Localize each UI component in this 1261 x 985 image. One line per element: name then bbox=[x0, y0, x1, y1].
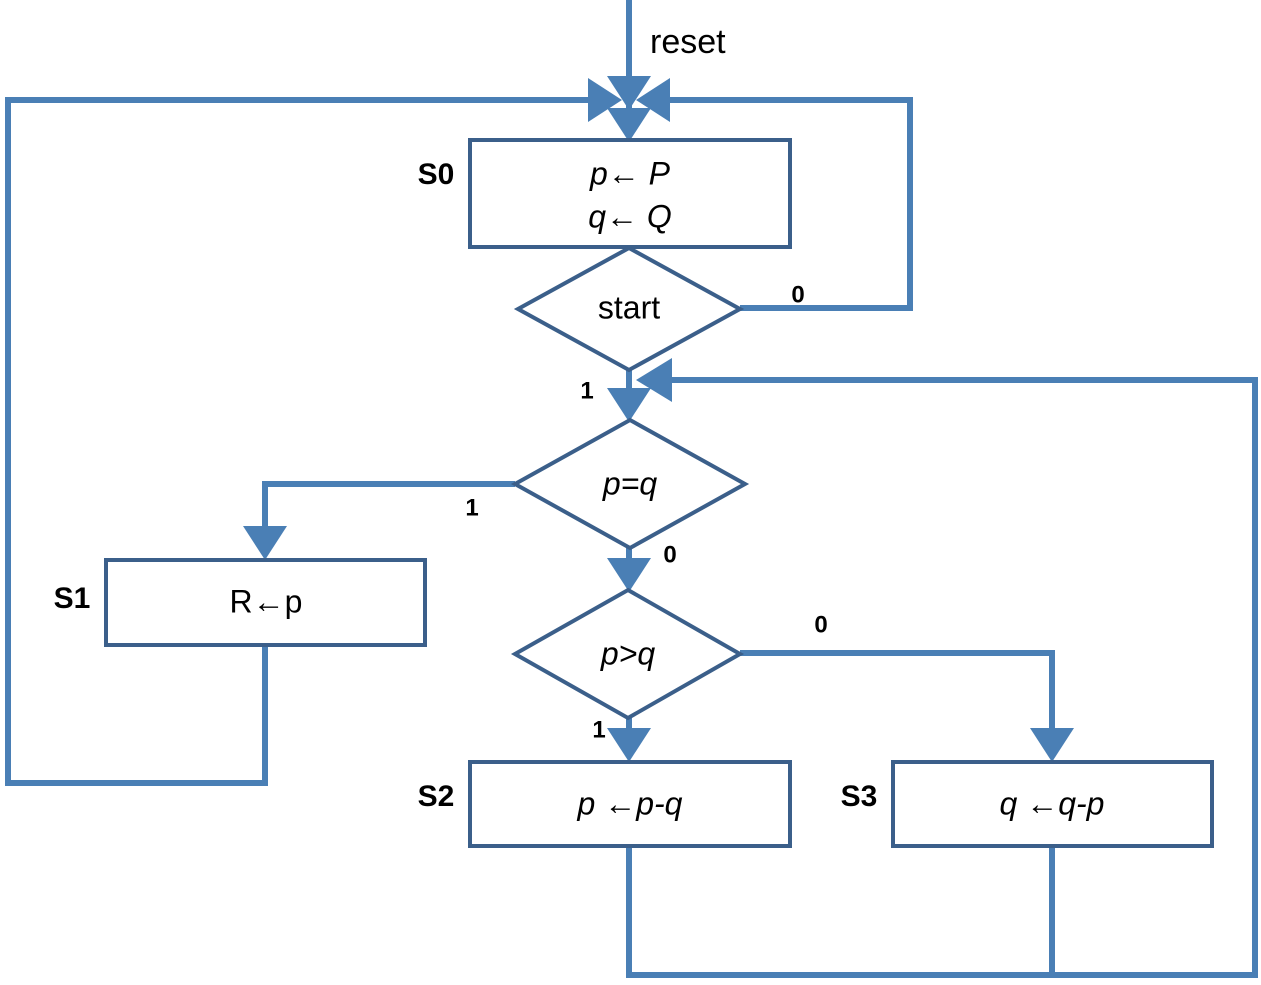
edge-peqq-false bbox=[607, 548, 651, 592]
node-s1[interactable]: R←p bbox=[104, 558, 427, 647]
node-decision-p-gt-q-label: p>q bbox=[600, 635, 655, 671]
node-s1-line-0: R←p bbox=[230, 583, 303, 619]
edge-pgtq-false-line bbox=[740, 650, 1055, 740]
node-decision-start[interactable]: start bbox=[513, 245, 745, 373]
edge-loop-return-bottom-line bbox=[626, 377, 1258, 978]
edge-peqq-true-arrowhead bbox=[243, 526, 287, 560]
edge-label-p-eq-q-true: 1 bbox=[465, 494, 478, 521]
node-decision-start-shape[interactable] bbox=[513, 245, 745, 373]
node-decision-p-eq-q-shape[interactable] bbox=[510, 417, 750, 551]
edge-peqq-true bbox=[243, 481, 515, 560]
node-s3-box[interactable] bbox=[891, 760, 1214, 848]
node-decision-p-eq-q[interactable]: p=q bbox=[510, 417, 750, 551]
edge-peqq-true-line bbox=[262, 481, 515, 538]
edge-pgtq-true bbox=[607, 718, 651, 762]
edge-reset-input bbox=[607, 0, 651, 110]
edge-reset-arrowhead bbox=[607, 76, 651, 110]
state-label-s1: S1 bbox=[54, 582, 91, 615]
edge-loop-return-bottom bbox=[626, 358, 1258, 978]
edge-start-false bbox=[636, 78, 913, 311]
state-label-s2: S2 bbox=[418, 780, 455, 813]
edge-label-start-true: 1 bbox=[580, 377, 593, 404]
edge-s1-return-arrowhead bbox=[588, 78, 622, 122]
signal-label-reset: reset bbox=[650, 23, 726, 61]
edge-start-false-arrowhead bbox=[636, 78, 670, 122]
edge-label-p-eq-q-false: 0 bbox=[663, 541, 676, 568]
edge-junction-to-s0 bbox=[607, 100, 651, 142]
node-s0-line-0: p← P bbox=[589, 155, 671, 191]
node-decision-start-label: start bbox=[598, 289, 660, 325]
node-s2[interactable]: p ←p-q bbox=[468, 760, 792, 848]
edge-start-true bbox=[607, 370, 651, 422]
edge-label-p-gt-q-false: 0 bbox=[814, 611, 827, 638]
edge-junction-to-s0-arrowhead bbox=[607, 108, 651, 142]
node-decision-p-eq-q-label: p=q bbox=[602, 465, 657, 501]
edge-pgtq-false-arrowhead bbox=[1030, 728, 1074, 762]
edge-label-start-false: 0 bbox=[791, 281, 804, 308]
edge-pgtq-true-arrowhead bbox=[607, 728, 651, 762]
node-s0-line-1: q← Q bbox=[588, 198, 672, 234]
node-decision-p-gt-q[interactable]: p>q bbox=[510, 587, 745, 721]
node-decision-p-gt-q-shape[interactable] bbox=[510, 587, 745, 721]
edge-start-false-line bbox=[658, 97, 913, 311]
edge-s1-return-line bbox=[5, 97, 600, 786]
node-s3[interactable]: q ←q-p bbox=[891, 760, 1214, 848]
edge-start-true-arrowhead bbox=[607, 388, 651, 422]
edge-label-p-gt-q-true: 1 bbox=[592, 716, 605, 743]
state-label-s0: S0 bbox=[418, 158, 455, 191]
node-s0[interactable]: p← P q← Q bbox=[468, 138, 792, 249]
edge-pgtq-false bbox=[740, 650, 1074, 762]
edge-s1-return bbox=[5, 78, 622, 786]
edge-peqq-false-arrowhead bbox=[607, 558, 651, 592]
node-s3-line-0: q ←q-p bbox=[1000, 785, 1105, 821]
state-label-s3: S3 bbox=[841, 780, 878, 813]
node-s1-box[interactable] bbox=[104, 558, 427, 647]
node-s2-box[interactable] bbox=[468, 760, 792, 848]
node-s2-line-0: p ←p-q bbox=[577, 785, 683, 821]
edge-loop-return-bottom-arrowhead bbox=[636, 358, 672, 402]
